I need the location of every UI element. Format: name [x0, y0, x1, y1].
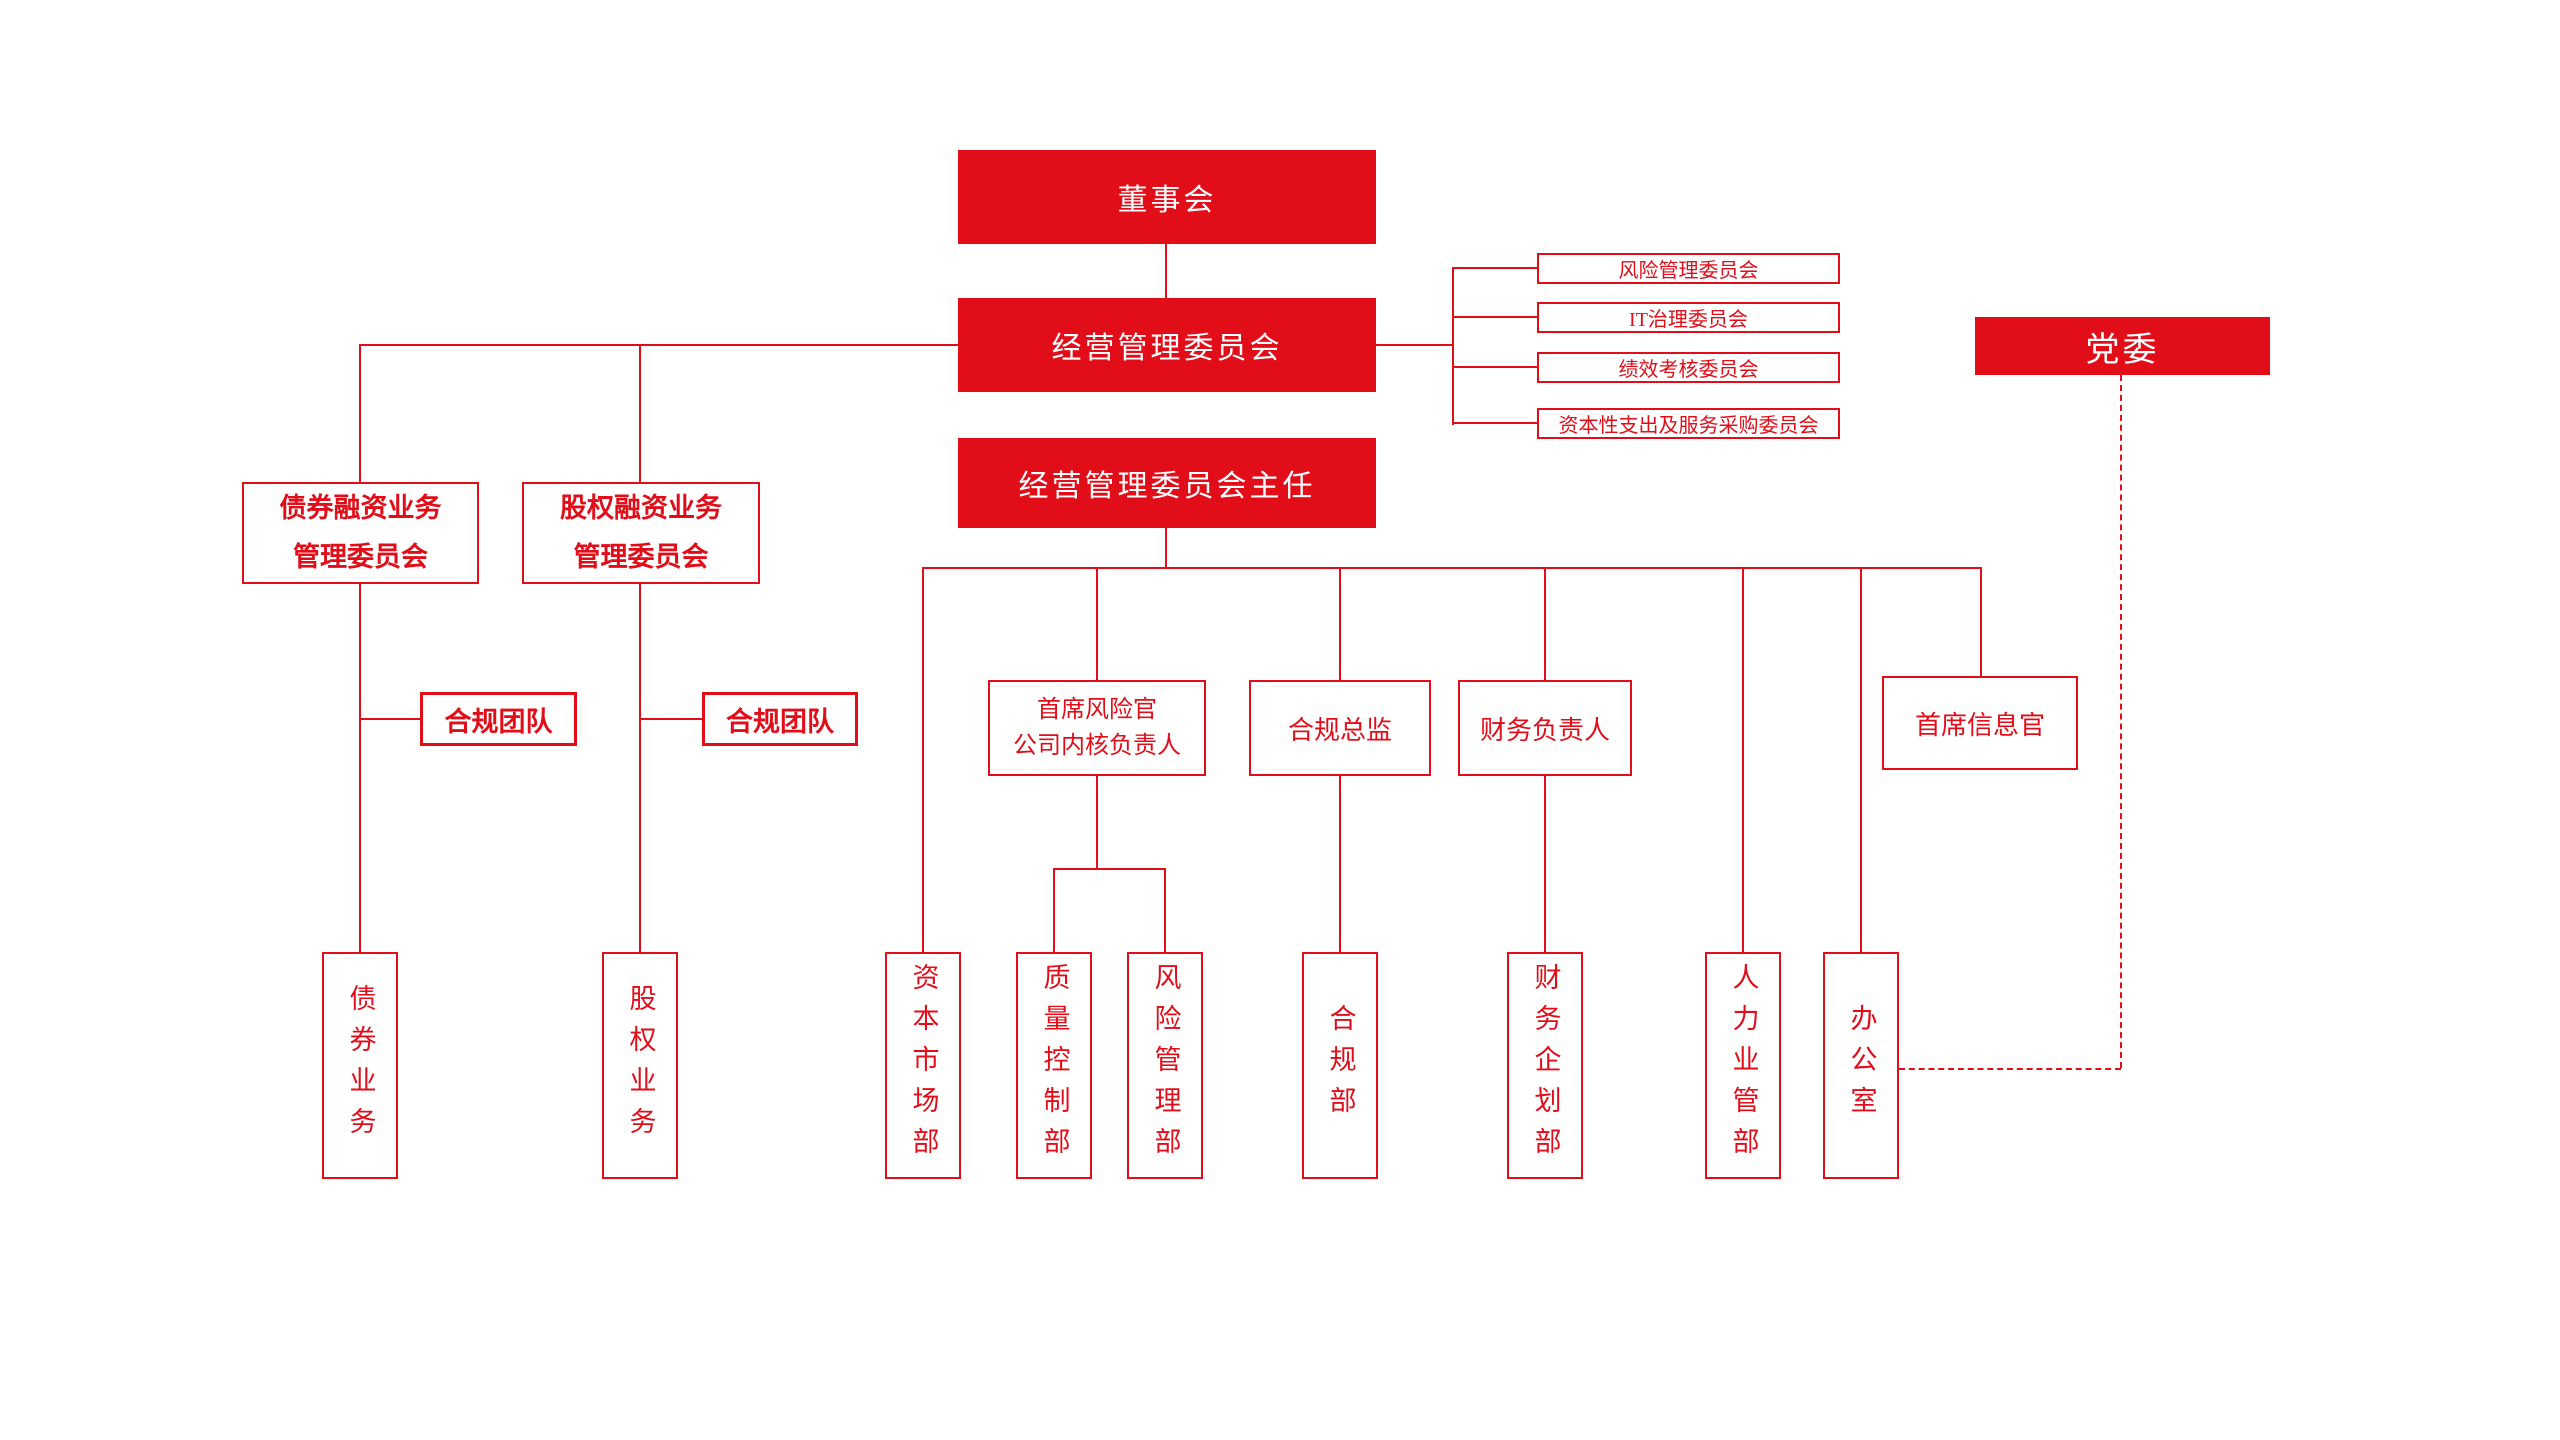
compliance-team-right-label: 合规团队: [726, 706, 834, 737]
performance-appraisal-committee-label: 绩效考核委员会: [1618, 359, 1759, 381]
chief-risk-officer-box: 首席风险官 公司内核负责人: [988, 680, 1206, 776]
party-committee-box: 党委: [1975, 317, 2270, 375]
dept-capital-markets-label: 资本市场部: [908, 963, 939, 1168]
party-committee-dashed-line: [2120, 375, 2122, 1068]
dept-general-office-box: 办公室: [1823, 952, 1899, 1179]
board-of-directors-box: 董事会: [958, 150, 1376, 244]
chief-information-officer-label: 首席信息官: [1914, 710, 2045, 740]
dept-equity-business-label: 股权业务: [625, 983, 656, 1148]
connector-line: [1339, 776, 1341, 952]
equity-financing-committee-box: 股权融资业务 管理委员会: [522, 482, 760, 584]
board-of-directors-label: 董事会: [1117, 184, 1217, 217]
compliance-team-left-label: 合规团队: [444, 706, 553, 737]
management-committee-director-label: 经营管理委员会主任: [1018, 470, 1316, 503]
dept-finance-planning-label: 财务企划部: [1530, 963, 1561, 1168]
chief-risk-officer-line1: 首席风险官: [1037, 697, 1157, 723]
capex-procurement-committee-label: 资本性支出及服务采购委员会: [1558, 415, 1819, 437]
compliance-director-label: 合规总监: [1287, 715, 1392, 745]
connector-line: [1452, 366, 1537, 368]
dept-risk-management-label: 风险管理部: [1150, 963, 1181, 1168]
connector-line: [922, 567, 924, 952]
finance-head-label: 财务负责人: [1479, 715, 1610, 745]
it-governance-committee-box: IT治理委员会: [1537, 302, 1840, 333]
dept-compliance-box: 合规部: [1302, 952, 1378, 1179]
dept-hr-business-admin-label: 人力业管部: [1728, 963, 1759, 1168]
connector-line: [1544, 567, 1546, 680]
connector-line: [1452, 267, 1454, 425]
connector-line: [639, 584, 641, 952]
connector-line: [1980, 567, 1982, 680]
connector-line: [360, 344, 958, 346]
equity-financing-committee-line2: 管理委员会: [573, 542, 709, 572]
equity-financing-committee-line1: 股权融资业务: [560, 493, 722, 524]
connector-line: [359, 718, 420, 720]
dept-equity-business-box: 股权业务: [602, 952, 678, 1179]
connector-line: [1164, 868, 1166, 952]
connector-line: [1096, 776, 1098, 870]
compliance-team-right-box: 合规团队: [702, 692, 858, 746]
risk-management-committee-box: 风险管理委员会: [1537, 253, 1840, 284]
management-committee-director-box: 经营管理委员会主任: [958, 438, 1376, 528]
it-governance-committee-label: IT治理委员会: [1629, 309, 1748, 331]
connector-line: [1096, 567, 1098, 680]
dept-general-office-label: 办公室: [1846, 1004, 1877, 1127]
connector-line: [1339, 567, 1341, 680]
compliance-team-left-box: 合规团队: [420, 692, 577, 746]
management-committee-box: 经营管理委员会: [958, 298, 1376, 392]
dept-quality-control-box: 质量控制部: [1016, 952, 1092, 1179]
dept-quality-control-label: 质量控制部: [1039, 963, 1070, 1168]
party-committee-dashed-line: [1899, 1068, 2121, 1070]
connector-line: [1742, 567, 1744, 952]
connector-line: [1860, 567, 1862, 952]
finance-head-box: 财务负责人: [1458, 680, 1632, 776]
party-committee-label: 党委: [2085, 331, 2160, 369]
connector-line: [1452, 267, 1537, 269]
connector-line: [1376, 344, 1453, 346]
bond-financing-committee-line1: 债券融资业务: [279, 493, 442, 524]
chief-information-officer-box: 首席信息官: [1882, 676, 2078, 770]
risk-management-committee-label: 风险管理委员会: [1618, 260, 1759, 282]
connector-line: [1053, 868, 1166, 870]
connector-line: [1165, 244, 1167, 298]
dept-compliance-label: 合规部: [1325, 1004, 1356, 1127]
chief-risk-officer-line2: 公司内核负责人: [1013, 733, 1181, 759]
connector-line: [359, 344, 361, 482]
dept-bond-business-box: 债券业务: [322, 952, 398, 1179]
dept-capital-markets-box: 资本市场部: [885, 952, 961, 1179]
performance-appraisal-committee-box: 绩效考核委员会: [1537, 352, 1840, 383]
connector-line: [359, 584, 361, 952]
connector-line: [639, 718, 702, 720]
capex-procurement-committee-box: 资本性支出及服务采购委员会: [1537, 408, 1840, 439]
connector-line: [1165, 528, 1167, 568]
bond-financing-committee-line2: 管理委员会: [293, 542, 428, 572]
connector-line: [1053, 868, 1055, 952]
dept-bond-business-label: 债券业务: [345, 983, 376, 1148]
connector-line: [1452, 316, 1537, 318]
connector-line: [922, 567, 1982, 569]
dept-finance-planning-box: 财务企划部: [1507, 952, 1583, 1179]
compliance-director-box: 合规总监: [1249, 680, 1431, 776]
dept-risk-management-box: 风险管理部: [1127, 952, 1203, 1179]
connector-line: [1452, 422, 1537, 424]
dept-hr-business-admin-box: 人力业管部: [1705, 952, 1781, 1179]
bond-financing-committee-box: 债券融资业务 管理委员会: [242, 482, 479, 584]
connector-line: [639, 344, 641, 482]
connector-line: [1544, 776, 1546, 952]
management-committee-label: 经营管理委员会: [1051, 332, 1283, 365]
